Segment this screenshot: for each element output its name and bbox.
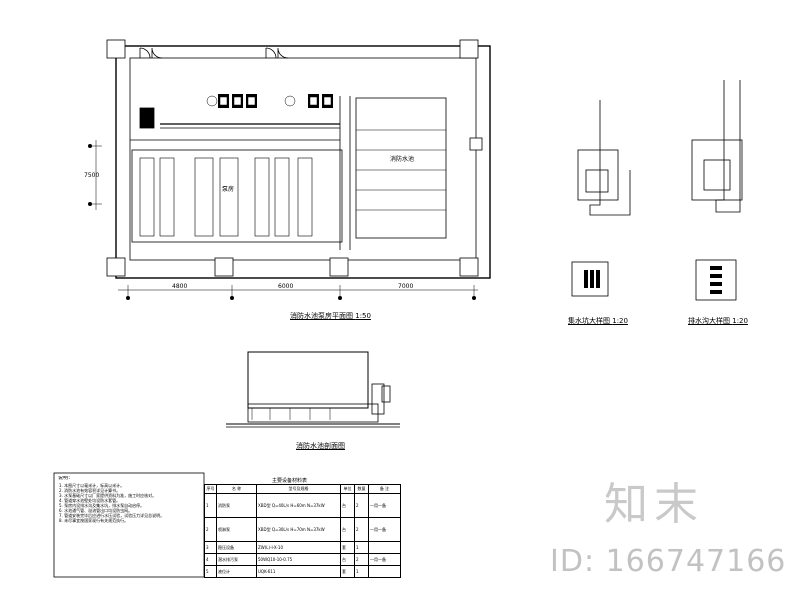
cell-unit: 套	[340, 541, 355, 554]
cell-no: 2	[204, 517, 217, 542]
th-unit: 单位	[340, 484, 355, 494]
table-row: 3 稳压设备 ZW(L)-I-X-10 套 1	[204, 541, 401, 554]
watermark-logo: 知末	[604, 479, 704, 530]
th-name: 名 称	[216, 484, 257, 494]
plan-outer-wall	[115, 45, 491, 279]
section-title: 消防水池剖面图	[296, 442, 345, 450]
th-no: 序号	[204, 484, 217, 494]
cell-qty: 1	[354, 541, 369, 554]
cell-spec: 50WQ10-10-0.75	[256, 553, 341, 566]
plan-view	[88, 39, 491, 300]
table-row: 2 喷淋泵 XBD型 Q=30L/s H=70m N=37kW 台 2 一用一备	[204, 517, 401, 542]
detail-drain	[691, 80, 743, 301]
plan-inner-wall	[129, 57, 477, 261]
cell-qty: 2	[354, 517, 369, 542]
table-row: 1 消防泵 XBD型 Q=40L/s H=60m N=37kW 台 2 一用一备	[204, 493, 401, 518]
pool-label: 消防水池	[390, 156, 415, 163]
th-note: 备 注	[368, 484, 401, 494]
cell-unit: 台	[340, 553, 355, 566]
notes-heading: 说明：	[58, 476, 74, 481]
cell-note	[368, 541, 401, 554]
cell-no: 4	[204, 553, 217, 566]
table-header-row: 序号 名 称 型号及规格 单位 数量 备 注	[204, 484, 401, 494]
cell-name: 潜水排污泵	[216, 553, 257, 566]
dim-left: 7500	[84, 172, 100, 179]
note-line: 6. 水池通气管、溢流管出口均设防虫网。	[59, 508, 133, 513]
cell-no: 3	[204, 541, 217, 554]
note-line: 5. 泵房内设排水沟及集水坑，排水泵自动启停。	[59, 503, 145, 508]
cell-qty: 1	[354, 565, 369, 578]
cell-unit: 台	[340, 517, 355, 542]
cell-name: 稳压设备	[216, 541, 257, 554]
note-line: 1. 本图尺寸以毫米计，标高以米计。	[59, 483, 125, 488]
cell-name: 喷淋泵	[216, 517, 257, 542]
note-line: 2. 消防水池有效容积详见计算书。	[59, 488, 121, 493]
cell-qty: 2	[354, 553, 369, 566]
detail-drain-title: 排水沟大样图 1:20	[688, 317, 748, 325]
th-spec: 型号及规格	[256, 484, 341, 494]
note-line: 3. 水泵基础尺寸以厂家提供资料为准，施工时应核对。	[59, 493, 157, 498]
watermark-id: ID: 166747166	[550, 544, 787, 579]
cell-note: 一用一备	[368, 517, 401, 542]
cell-spec: XBD型 Q=30L/s H=70m N=37kW	[256, 517, 341, 542]
cell-note: 一用一备	[368, 493, 401, 518]
table-row: 5 液位计 UQK-611 套 1	[204, 565, 401, 578]
th-qty: 数量	[354, 484, 369, 494]
cell-no: 1	[204, 493, 217, 518]
pump-room-label: 泵房	[222, 186, 235, 193]
cell-note	[368, 565, 401, 578]
equipment-table-title: 主要设备材料表	[272, 478, 308, 484]
cell-note: 一用一备	[368, 553, 401, 566]
cell-no: 5	[204, 565, 217, 578]
note-line: 4. 管道穿水池壁处均设防水套管。	[59, 498, 121, 503]
plan-title: 消防水池泵房平面图 1:50	[290, 312, 371, 320]
cell-spec: UQK-611	[256, 565, 341, 578]
cell-unit: 套	[340, 565, 355, 578]
design-notes: 说明： 1. 本图尺寸以毫米计，标高以米计。 2. 消防水池有效容积详见计算书。…	[56, 475, 204, 575]
cell-qty: 2	[354, 493, 369, 518]
cell-spec: XBD型 Q=40L/s H=60m N=37kW	[256, 493, 341, 518]
note-line: 7. 管道安装完毕后应进行水压试验，试验压力详见总说明。	[59, 513, 165, 518]
door-right	[265, 47, 289, 59]
section-view	[226, 351, 400, 428]
dim-bottom-1: 4800	[172, 283, 188, 290]
cell-unit: 台	[340, 493, 355, 518]
dim-bottom-2: 6000	[278, 283, 294, 290]
equipment-table: 序号 名 称 型号及规格 单位 数量 备 注 1 消防泵 XBD型 Q=40L/…	[204, 484, 401, 578]
detail-sump	[571, 100, 631, 297]
detail-sump-title: 集水坑大样图 1:20	[568, 317, 628, 325]
dim-bottom-3: 7000	[398, 283, 414, 290]
cell-spec: ZW(L)-I-X-10	[256, 541, 341, 554]
note-line: 8. 未尽事宜按国家现行有关规范执行。	[59, 518, 129, 523]
door-left	[139, 47, 163, 59]
cell-name: 液位计	[216, 565, 257, 578]
cell-name: 消防泵	[216, 493, 257, 518]
table-row: 4 潜水排污泵 50WQ10-10-0.75 台 2 一用一备	[204, 553, 401, 566]
